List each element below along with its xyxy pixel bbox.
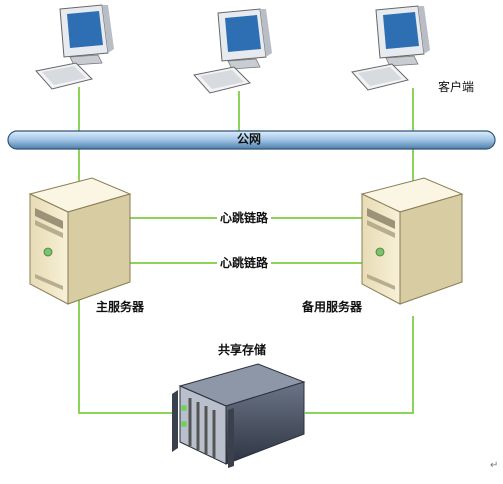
tower-server-icon [28, 177, 132, 305]
desktop-computer-icon [193, 8, 272, 94]
primary-server-label: 主服务器 [96, 300, 145, 314]
tower-server-icon [360, 177, 464, 305]
public-network-bus [7, 130, 496, 150]
storage-array-icon [172, 363, 306, 468]
client-label: 客户端 [438, 80, 475, 94]
desktop-computer-icon [351, 5, 430, 91]
shared-storage-label: 共享存储 [218, 343, 267, 357]
public-network-label: 公网 [237, 132, 262, 146]
backup-storage-link [305, 316, 414, 414]
backup-server-label: 备用服务器 [302, 300, 363, 314]
heartbeat-link-label-2: 心跳链路 [217, 256, 272, 270]
primary-storage-link [78, 300, 172, 414]
heartbeat-link-label-1: 心跳链路 [217, 211, 272, 225]
desktop-computer-icon [35, 4, 114, 90]
paragraph-mark-icon: ↵ [490, 460, 499, 471]
